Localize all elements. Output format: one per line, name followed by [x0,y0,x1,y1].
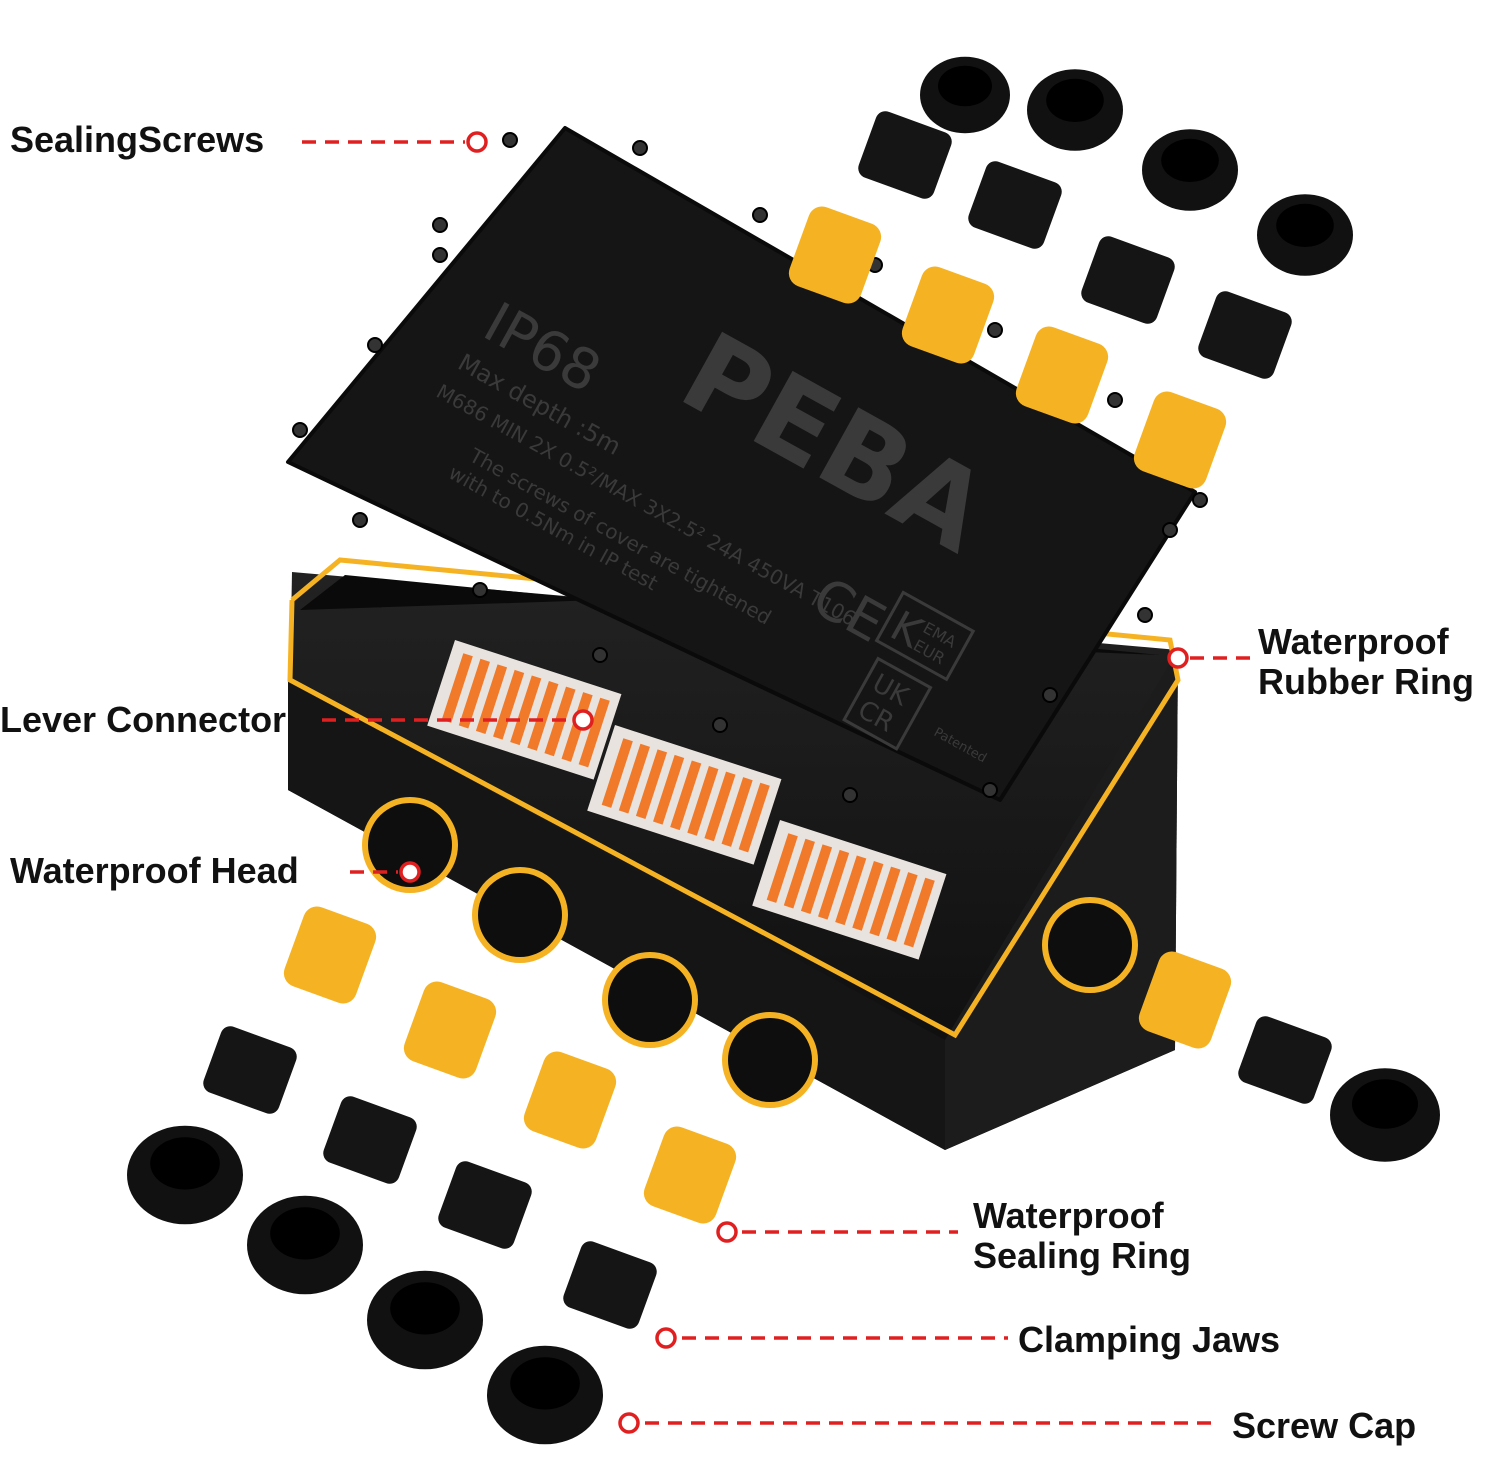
screw [592,647,608,663]
label-rubber-ring: Waterproof Rubber Ring [1258,621,1474,702]
lever-connector-marker [572,709,594,731]
waterproof-head [728,1018,812,1102]
lever [818,849,850,920]
sealing-ring [643,1126,737,1224]
lid: IP68 Max depth :5m M686 MIN 2X 0.5²/MAX … [286,126,1197,802]
screw [1042,687,1058,703]
lever [578,697,610,768]
screw [752,207,768,223]
sealing-screws-marker [466,131,488,153]
screw [502,132,518,148]
label-waterproof-head: Waterproof Head [10,850,299,891]
screw [987,322,1003,338]
clamping-jaw [858,111,952,199]
lever [800,844,833,915]
sealing-ring [1015,326,1109,424]
waterproof-head [368,803,452,887]
waterproof-head-marker [399,861,421,883]
screw-cap-marker [618,1412,640,1434]
lever [441,653,473,723]
screw-cap-hole [390,1282,460,1335]
screw [1137,607,1153,623]
label-clamping-jaws: Clamping Jaws [1018,1319,1281,1360]
sealing-ring [283,906,377,1004]
lever [869,866,901,937]
lever [886,872,918,942]
screw-cap-hole [150,1137,220,1190]
lever [687,766,719,836]
screw [292,422,308,438]
waterproof-head [608,958,692,1042]
screw [712,717,728,733]
callout-markers [399,131,1189,1434]
screw [1192,492,1208,508]
sealing-ring-marker [716,1221,738,1243]
rubber-ring [287,557,1181,1039]
lever [738,782,770,853]
lever [783,838,815,909]
screw [472,582,488,598]
screw [432,217,448,233]
screw-cap-hole [1352,1079,1418,1129]
screw-cap-hole [510,1357,580,1410]
lever [721,777,753,847]
screw [432,247,448,263]
label-sealing-screws: SealingScrews [10,119,265,160]
waterproof-head [1048,903,1132,987]
lever [766,833,798,903]
sealing-screws [292,132,1208,803]
clamping-jaw [968,161,1062,249]
clamping-jaw [203,1026,297,1114]
sealing-ring [901,266,995,364]
lever [601,738,633,808]
lever [835,855,867,926]
screw-cap-hole [1276,203,1334,247]
lever [475,664,508,735]
callout-lines [302,140,1255,1425]
sealing-ring [1133,391,1227,489]
lever [852,861,884,931]
clamping-jaw [1081,236,1175,324]
clamping-jaws-marker [655,1327,677,1349]
lever [458,658,490,729]
screw [842,787,858,803]
lever [493,669,525,740]
rubber-ring-marker [1167,647,1189,669]
waterproof-head [478,873,562,957]
screw [632,140,648,156]
lever [903,877,935,948]
screw [982,782,998,798]
clamping-jaw [563,1241,657,1329]
lever [510,675,542,746]
screw-cap-hole [1161,138,1219,182]
screw-cap-hole [270,1207,340,1260]
screw [1107,392,1123,408]
label-sealing-ring: Waterproof Sealing Ring [973,1195,1192,1276]
lever [670,760,702,831]
clamping-jaw [1198,291,1292,379]
sealing-ring [1138,951,1232,1049]
clamping-jaw [323,1096,417,1184]
screw [352,512,368,528]
sealing-ring [523,1051,617,1149]
lever [704,771,736,842]
label-lever-connector: Lever Connector [0,699,287,740]
screw [1162,522,1178,538]
lever [653,754,685,825]
sealing-ring [403,981,497,1079]
clamping-jaw [438,1161,532,1249]
label-screw-cap: Screw Cap [1232,1405,1417,1446]
screw-cap-hole [1046,78,1104,122]
sealing-ring [788,206,882,304]
gland-parts [127,56,1440,1445]
lever [527,681,559,751]
screw-cap-hole [938,65,992,107]
lever [618,743,650,814]
lever [635,749,668,820]
clamping-jaw [1238,1016,1332,1104]
screw [367,337,383,353]
